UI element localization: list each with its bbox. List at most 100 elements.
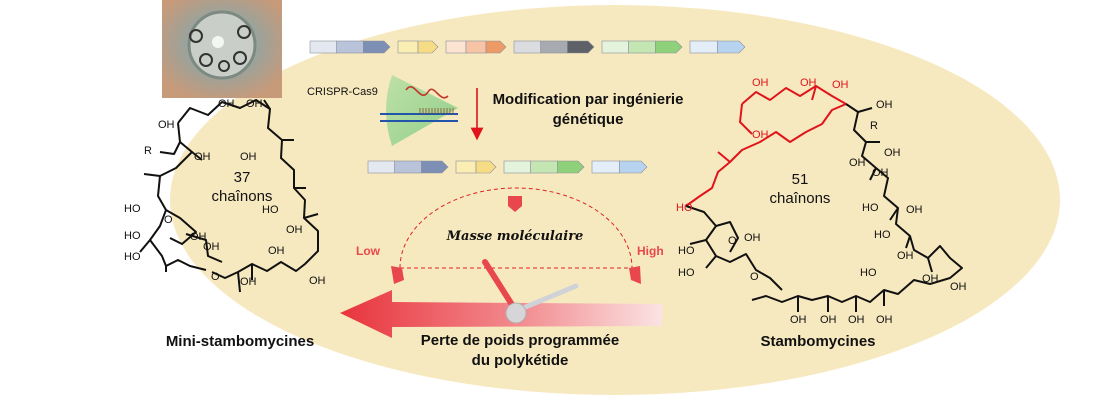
right-atom-ho-5: HO — [860, 267, 877, 279]
left-atom-oh-6: OH — [190, 231, 207, 243]
left-atom-oh-2: OH — [246, 98, 263, 110]
left-atom-oh-4: OH — [194, 151, 211, 163]
right-atom-r: R — [870, 120, 878, 132]
right-ring-number: 51 — [791, 171, 809, 188]
left-ring-size: 37 chaînons — [202, 168, 282, 206]
right-atom-oh-9: OH — [950, 281, 967, 293]
right-atom-oh-3: OH — [872, 167, 889, 179]
right-atom-oh-13: OH — [876, 314, 893, 326]
right-ring-unit: chaînons — [769, 190, 831, 207]
right-atom-oh-12: OH — [848, 314, 865, 326]
gauge-high-marker — [629, 266, 641, 284]
gauge-needle-red — [482, 259, 519, 314]
left-atom-oh-10: OH — [309, 275, 326, 287]
left-atom-oh-11: OH — [240, 276, 257, 288]
right-atom-ho-3: HO — [678, 245, 695, 257]
gene-segment — [421, 160, 449, 174]
gene-segment — [309, 40, 337, 54]
gene-segment — [530, 160, 558, 174]
gene-segment — [455, 160, 477, 174]
gene-segment — [619, 160, 648, 174]
gene-segment — [465, 40, 487, 54]
left-atom-oh-1: OH — [218, 98, 235, 110]
gauge-top-marker — [508, 196, 522, 212]
right-atom-o-1: O — [728, 235, 737, 247]
right-atom-red-oh-1: OH — [752, 77, 769, 89]
bacteria-micrograph — [162, 0, 282, 98]
right-atom-oh-1: OH — [876, 99, 893, 111]
gene-segment — [445, 40, 467, 54]
gene-segment — [417, 40, 439, 54]
right-atom-oh-8: OH — [922, 273, 939, 285]
right-atom-red-oh-2: OH — [800, 77, 817, 89]
right-atom-oh-2: OH — [884, 147, 901, 159]
right-atom-ho-4: HO — [678, 267, 695, 279]
cas9-complex — [380, 75, 458, 146]
left-atom-oh-3: OH — [158, 119, 175, 131]
right-ring-size: 51 chaînons — [760, 170, 840, 208]
mini-stambomycine-structure — [139, 99, 319, 293]
left-atom-oh-7: OH — [203, 241, 220, 253]
left-atom-r: R — [144, 145, 152, 157]
gauge-needle-grey — [513, 283, 579, 314]
left-atom-oh-8: OH — [286, 224, 303, 236]
right-atom-red-oh-3: OH — [832, 79, 849, 91]
right-molecule-name: Stambomycines — [760, 333, 876, 350]
left-atom-ho-4: HO — [262, 204, 279, 216]
gauge-pivot — [505, 302, 527, 324]
gene-segment — [363, 40, 391, 54]
left-atom-o-2: O — [211, 271, 220, 283]
gene-segment — [567, 40, 595, 54]
right-atom-oh-5: OH — [906, 204, 923, 216]
modification-title-line2: génétique — [552, 111, 624, 128]
right-atom-ho-2: HO — [874, 229, 891, 241]
right-atom-oh-6: OH — [897, 250, 914, 262]
left-atom-ho-2: HO — [124, 230, 141, 242]
right-atom-red-ho: HO — [676, 202, 693, 214]
gene-segment — [601, 40, 629, 54]
right-atom-red-oh-4: OH — [752, 129, 769, 141]
gene-segment — [689, 40, 718, 54]
gene-segment — [336, 40, 364, 54]
gene-segment — [655, 40, 683, 54]
left-ring-unit: chaînons — [211, 188, 273, 205]
left-ring-number: 37 — [233, 169, 251, 186]
stambomycine-structure — [685, 85, 963, 312]
right-atom-oh-10: OH — [790, 314, 807, 326]
left-atom-oh-5: OH — [240, 151, 257, 163]
gene-segment — [591, 160, 620, 174]
right-atom-oh-7: OH — [744, 232, 761, 244]
modification-title-line1: Modification par ingénierie — [492, 91, 684, 108]
gauge-high-label: High — [637, 244, 664, 258]
gene-cluster-rows — [309, 40, 746, 174]
gauge-low-label: Low — [356, 244, 380, 258]
modification-title: Modification par ingénierie génétique — [478, 90, 698, 130]
left-atom-o-1: O — [164, 214, 173, 226]
gene-segment — [540, 40, 568, 54]
right-atom-oh-11: OH — [820, 314, 837, 326]
left-atom-oh-9: OH — [268, 245, 285, 257]
gauge-low-marker — [391, 266, 404, 284]
weight-loss-line1: Perte de poids programmée — [420, 332, 620, 349]
gene-segment — [367, 160, 395, 174]
right-atom-ho-1: HO — [862, 202, 879, 214]
right-atom-oh-4: OH — [849, 157, 866, 169]
right-atom-o-2: O — [750, 271, 759, 283]
gene-segment — [717, 40, 746, 54]
crispr-label: CRISPR-Cas9 — [307, 86, 378, 98]
gene-segment — [394, 160, 422, 174]
left-atom-ho-1: HO — [124, 203, 141, 215]
weight-loss-arrow — [340, 290, 662, 338]
molecular-mass-gauge — [340, 187, 662, 338]
gene-segment — [513, 40, 541, 54]
gene-segment — [503, 160, 531, 174]
weight-loss-line2: du polykétide — [471, 352, 569, 369]
left-atom-ho-3: HO — [124, 251, 141, 263]
left-molecule-name: Mini-stambomycines — [165, 333, 315, 350]
gene-segment — [557, 160, 585, 174]
gene-segment — [485, 40, 507, 54]
weight-loss-label: Perte de poids programmée du polykétide — [400, 331, 640, 371]
gene-segment — [628, 40, 656, 54]
gauge-title: Masse moléculaire — [446, 229, 584, 244]
